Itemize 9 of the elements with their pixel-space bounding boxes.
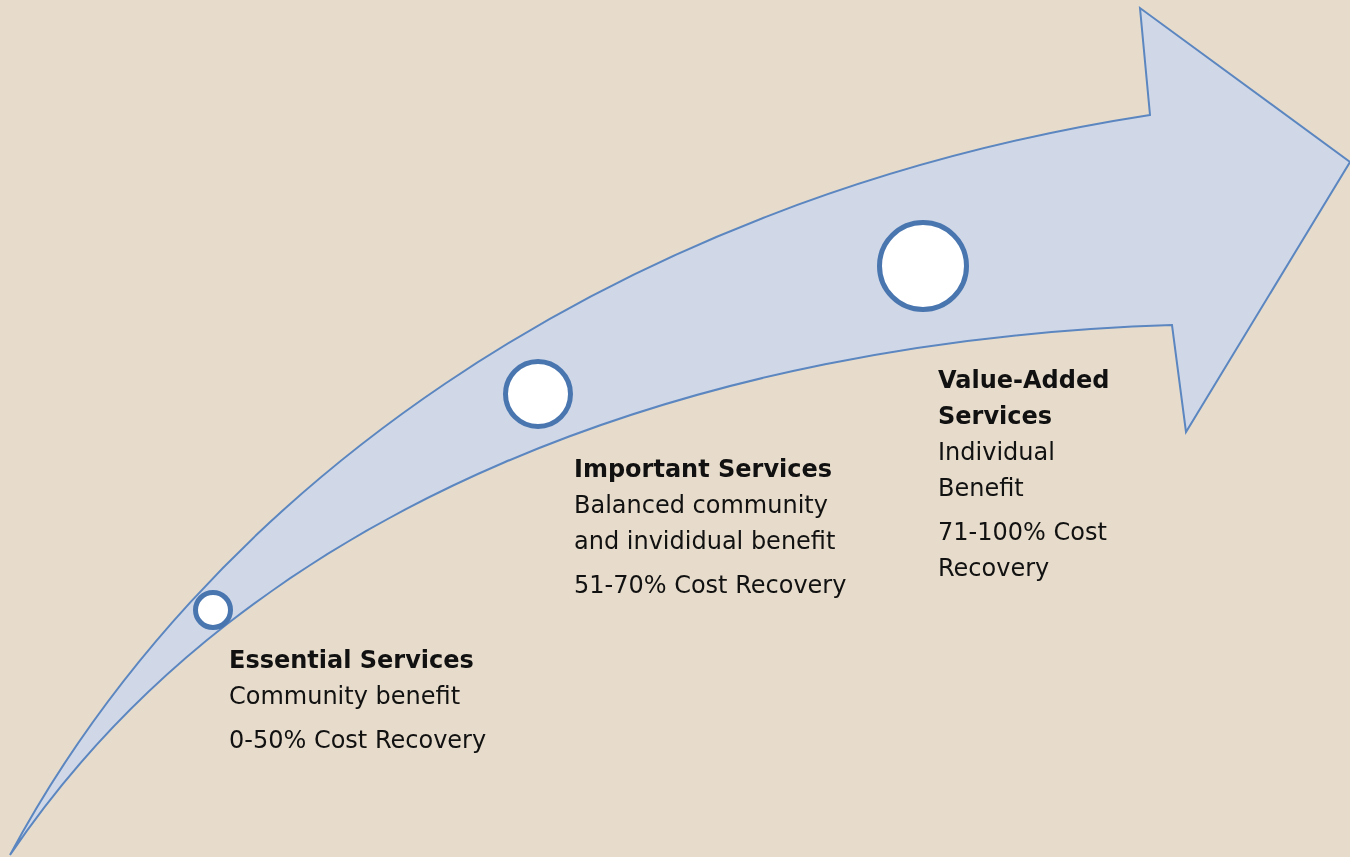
stage-description: Community benefit (229, 681, 462, 712)
stage-heading: Essential Services (229, 645, 475, 676)
stage-description: Individual Benefit (938, 437, 1056, 504)
stage-heading: Important Services (574, 454, 834, 485)
stage-description: 71-100% Cost Recovery (938, 517, 1108, 584)
stage-description: Balanced community and invididual benefit (574, 490, 837, 557)
stage-description: 51-70% Cost Recovery (574, 570, 848, 601)
stage-heading: Value-Added Services (938, 365, 1111, 432)
stage-description: 0-50% Cost Recovery (229, 725, 488, 756)
